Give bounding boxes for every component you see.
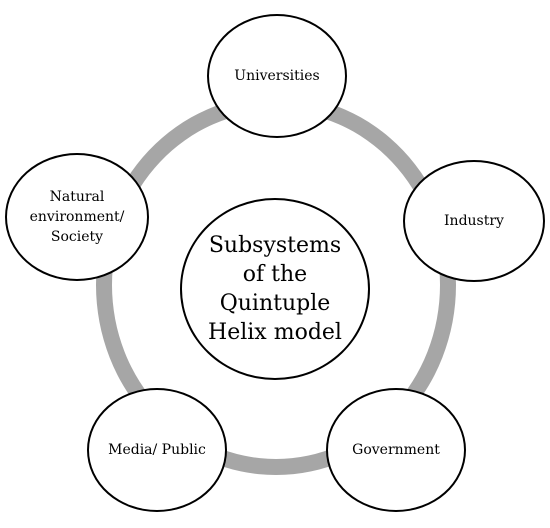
center-label: Subsystems of the Quintuple Helix model — [208, 231, 342, 347]
universities-label: Universities — [234, 68, 320, 84]
media-public-node: Media/ Public — [87, 388, 227, 512]
center-label-line: Helix model — [208, 320, 342, 345]
natural-environment-society-node: Natural environment/ Society — [5, 153, 149, 281]
natural-label-line: environment/ — [29, 209, 125, 225]
government-label: Government — [352, 442, 440, 458]
center-subsystems-node: Subsystems of the Quintuple Helix model — [180, 198, 370, 380]
center-label-line: of the — [242, 262, 308, 287]
government-node: Government — [326, 388, 466, 512]
industry-node: Industry — [403, 160, 545, 282]
center-label-line: Subsystems — [208, 233, 342, 258]
media-public-label: Media/ Public — [108, 442, 206, 458]
natural-environment-society-label: Natural environment/ Society — [24, 187, 131, 247]
universities-node: Universities — [207, 14, 347, 138]
natural-label-line: Natural — [49, 189, 105, 205]
center-label-line: Quintuple — [219, 291, 331, 316]
industry-label: Industry — [444, 213, 504, 229]
natural-label-line: Society — [50, 229, 104, 245]
